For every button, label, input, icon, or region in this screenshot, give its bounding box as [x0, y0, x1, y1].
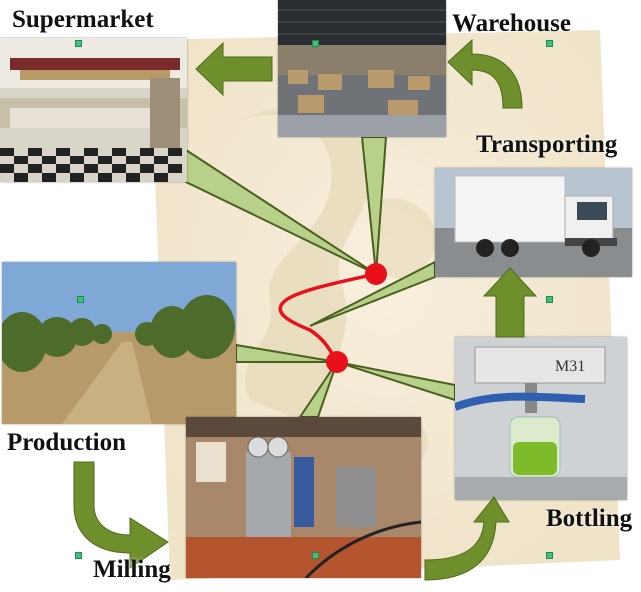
route-line	[278, 272, 378, 364]
olive-grove-photo	[2, 262, 236, 424]
pointer-warehouse	[360, 136, 388, 275]
map-landmass	[240, 107, 372, 420]
olive-mill-photo	[186, 417, 421, 578]
selection-handle[interactable]	[546, 40, 553, 47]
machine-model-label: M31	[555, 358, 585, 375]
pointer-supermarket	[185, 148, 377, 275]
map-marker-north	[365, 263, 387, 285]
selection-handle[interactable]	[312, 40, 319, 47]
selection-handle[interactable]	[77, 296, 84, 303]
truck-photo	[435, 168, 632, 277]
label-warehouse: Warehouse	[452, 10, 571, 37]
label-milling: Milling	[93, 556, 171, 583]
map-island	[374, 198, 437, 279]
supermarket-photo	[0, 38, 187, 182]
selection-handle[interactable]	[75, 552, 82, 559]
selection-handle[interactable]	[312, 552, 319, 559]
selection-handle[interactable]	[75, 40, 82, 47]
pointer-production	[235, 343, 338, 363]
label-supermarket: Supermarket	[12, 6, 154, 33]
label-bottling: Bottling	[546, 505, 633, 532]
label-transporting: Transporting	[476, 131, 618, 158]
pointer-bottling	[336, 361, 456, 402]
selection-handle[interactable]	[546, 296, 553, 303]
warehouse-photo	[278, 0, 446, 137]
bottling-machine-photo: M31	[455, 337, 627, 500]
map-marker-south	[326, 351, 348, 373]
selection-handle[interactable]	[546, 552, 553, 559]
label-production: Production	[7, 429, 126, 456]
